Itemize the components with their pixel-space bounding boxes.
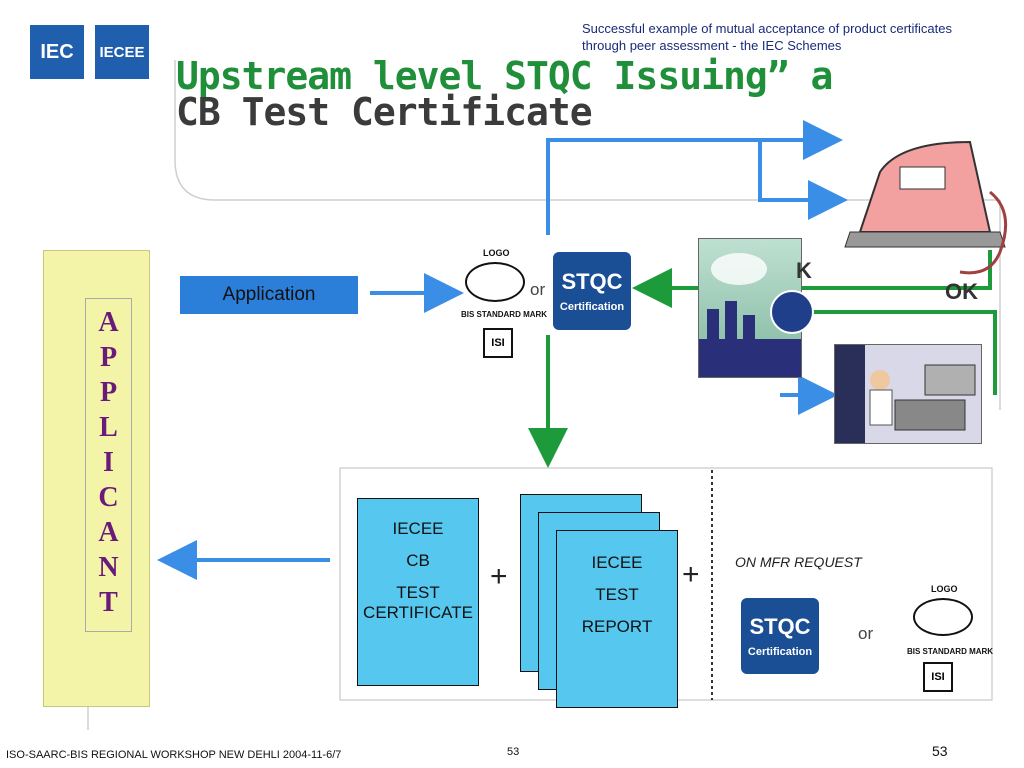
page-title: Upstream level STQC Issuing” a CB Test C… [176, 54, 936, 134]
bis-standard-mark-label: BIS STANDARD MARK [907, 647, 994, 656]
applicant-letter: A [98, 307, 119, 338]
subtitle: Successful example of mutual acceptance … [582, 20, 1002, 54]
applicant-letter: N [98, 552, 119, 583]
subtitle-line-1: Successful example of mutual acceptance … [582, 21, 952, 36]
bis-mark-top: LOGO BIS STANDARD MARK ISI [455, 248, 547, 363]
iecee-test-report: IECEE TEST REPORT [556, 530, 678, 708]
page-number-right: 53 [932, 743, 948, 759]
cert-line: CERTIFICATE [363, 603, 473, 622]
applicant-letter: P [99, 377, 118, 408]
iec-logo: IEC [30, 25, 84, 79]
plus-sign-2: + [682, 558, 700, 591]
subtitle-line-2: through peer assessment - the IEC Scheme… [582, 38, 842, 53]
ok-label: OK [945, 279, 978, 304]
or-bottom: or [858, 624, 874, 643]
cb-test-certificate: IECEE CB TEST CERTIFICATE [357, 498, 479, 686]
mfr-request-label: ON MFR REQUEST [735, 554, 862, 570]
title-line-1: Upstream level STQC Issuing” a [176, 54, 833, 98]
globe-icon [770, 290, 814, 334]
title-line-2: CB Test Certificate [176, 90, 593, 134]
bis-mark-bottom: LOGO BIS STANDARD MARK ISI [903, 584, 993, 694]
stqc-logo-bottom: STQC Certification [741, 598, 819, 674]
isi-mark-icon: ISI [483, 328, 513, 358]
report-line: REPORT [581, 617, 653, 636]
application-button[interactable]: Application [180, 276, 358, 314]
applicant-letter: P [99, 342, 118, 373]
footer-workshop: ISO-SAARC-BIS REGIONAL WORKSHOP NEW DEHL… [6, 749, 342, 761]
applicant-letter: I [103, 447, 114, 478]
applicant-letters: A P P L I C A N T [86, 299, 131, 620]
applicant-letter: T [99, 587, 118, 618]
iron-image [840, 112, 1020, 287]
bis-standard-mark-label: BIS STANDARD MARK [461, 310, 548, 319]
k-label: K [796, 258, 812, 283]
plus-sign-1: + [490, 560, 508, 593]
lab-image [834, 344, 982, 444]
report-line: TEST [595, 585, 639, 604]
applicant-letter: L [99, 412, 118, 443]
page-number-center: 53 [507, 746, 520, 758]
cert-line: CB [406, 551, 430, 570]
bis-emblem-icon [913, 598, 973, 636]
stqc-logo-top: STQC Certification [553, 252, 631, 330]
report-line: IECEE [591, 553, 643, 572]
cert-line: IECEE [392, 519, 444, 538]
applicant-letter: A [98, 517, 119, 548]
or-top: or [530, 280, 546, 299]
application-label: Application [222, 284, 316, 305]
applicant-letter: C [98, 482, 119, 513]
isi-mark-icon: ISI [923, 662, 953, 692]
cert-line: TEST [396, 583, 440, 602]
bis-emblem-icon [465, 262, 525, 302]
bis-logo-label: LOGO [931, 584, 958, 594]
bis-logo-label: LOGO [483, 248, 510, 258]
iecee-logo: IECEE [95, 25, 149, 79]
applicant-label-box: A P P L I C A N T [85, 298, 132, 632]
